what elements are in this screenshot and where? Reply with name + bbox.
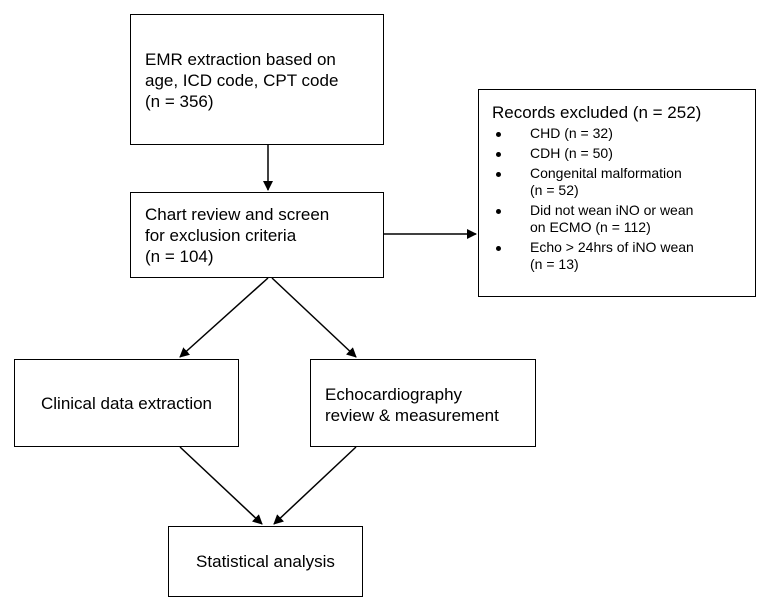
exclusion-item-line: Congenital malformation <box>530 165 682 181</box>
records-excluded-title: Records excluded (n = 252) <box>492 103 702 122</box>
emr-extraction-box: EMR extraction based on age, ICD code, C… <box>130 14 384 145</box>
exclusion-item-line: (n = 52) <box>530 182 579 198</box>
exclusion-item: Congenital malformation (n = 52) <box>492 165 755 199</box>
arrow-chart-review-to-clinical <box>179 277 269 358</box>
clinical-data-extraction-label: Clinical data extraction <box>40 393 213 413</box>
exclusion-item-line: CDH (n = 50) <box>530 145 613 161</box>
exclusion-item: Echo > 24hrs of iNO wean (n = 13) <box>492 239 755 273</box>
statistical-analysis-label: Statistical analysis <box>196 552 335 571</box>
exclusion-item-line: Did not wean iNO or wean <box>530 202 694 218</box>
arrow-chart-review-to-echo <box>271 277 357 358</box>
statistical-analysis-box: Statistical analysis <box>168 526 363 597</box>
chart-review-line: Chart review and screen <box>145 205 330 224</box>
arrow-echo-to-stats <box>273 446 357 525</box>
echocardiography-review-box: Echocardiography review & measurement <box>310 359 536 447</box>
exclusion-item-line: Echo > 24hrs of iNO wean <box>530 239 694 255</box>
records-excluded-box: Records excluded (n = 252) CHD (n = 32) … <box>478 89 756 297</box>
exclusion-item: Did not wean iNO or wean on ECMO (n = 11… <box>492 202 755 236</box>
emr-extraction-count: (n = 356) <box>145 92 214 111</box>
clinical-data-extraction-box: Clinical data extraction <box>14 359 239 447</box>
exclusion-item-line: CHD (n = 32) <box>530 125 613 141</box>
emr-extraction-line: age, ICD code, CPT code <box>145 71 339 90</box>
chart-review-box: Chart review and screen for exclusion cr… <box>130 192 384 278</box>
echocardiography-review-line: Echocardiography <box>325 385 463 404</box>
emr-extraction-line: EMR extraction based on <box>145 50 336 69</box>
chart-review-line: for exclusion criteria <box>145 226 297 245</box>
exclusion-item-line: on ECMO (n = 112) <box>530 219 651 235</box>
chart-review-count: (n = 104) <box>145 247 214 266</box>
exclusion-item-line: (n = 13) <box>530 256 579 272</box>
echocardiography-review-line: review & measurement <box>325 406 499 425</box>
exclusion-list: CHD (n = 32) CDH (n = 50) Congenital mal… <box>492 125 755 273</box>
exclusion-item: CDH (n = 50) <box>492 145 755 162</box>
exclusion-item: CHD (n = 32) <box>492 125 755 142</box>
arrow-clinical-to-stats <box>179 446 263 525</box>
